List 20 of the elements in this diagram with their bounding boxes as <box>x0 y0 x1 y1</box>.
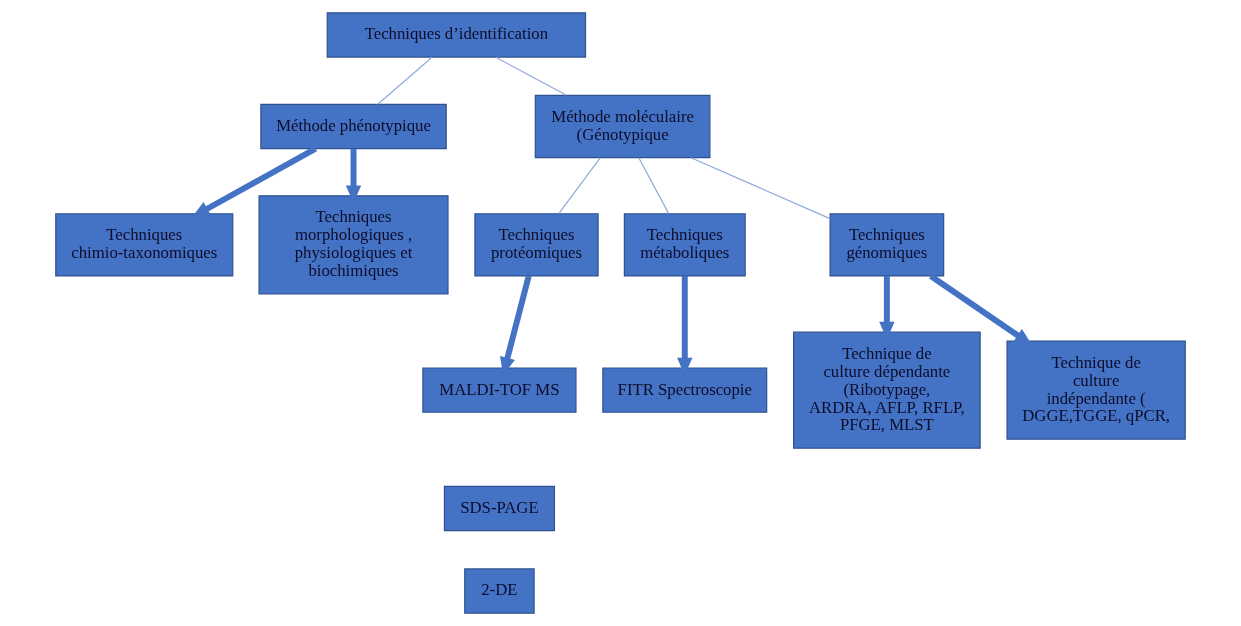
node-box: Méthode phénotypique <box>260 103 447 150</box>
node-box: Méthode moléculaire (Génotypique <box>534 94 711 159</box>
node-box: Technique de culture dépendante (Ribotypage, ARDRA, AFLP, RFLP, PFGE, MLST <box>793 331 981 449</box>
connector <box>377 56 433 105</box>
node-box: Techniques métaboliques <box>623 213 746 277</box>
node-box: 2-DE <box>464 568 535 614</box>
connector <box>495 56 568 96</box>
node-box: FITR Spectroscopie <box>602 367 768 413</box>
connector <box>690 157 831 220</box>
node-box: Techniques chimio-taxonomiques <box>55 213 234 277</box>
arrow <box>191 146 318 218</box>
node-box: SDS-PAGE <box>443 485 556 532</box>
node-box: MALDI-TOF MS <box>422 367 577 413</box>
node-box: Techniques d’identification <box>326 12 587 58</box>
node-box: Technique de culture indépendante ( DGGE,TGGE, qPCR, <box>1006 340 1186 440</box>
connector <box>558 157 601 215</box>
node-box: Techniques morphologiques , physiologiques et biochimiques <box>258 195 449 295</box>
node-box: Techniques génomiques <box>829 213 945 277</box>
node-box: Techniques protéomiques <box>474 213 599 277</box>
connector <box>638 157 670 215</box>
